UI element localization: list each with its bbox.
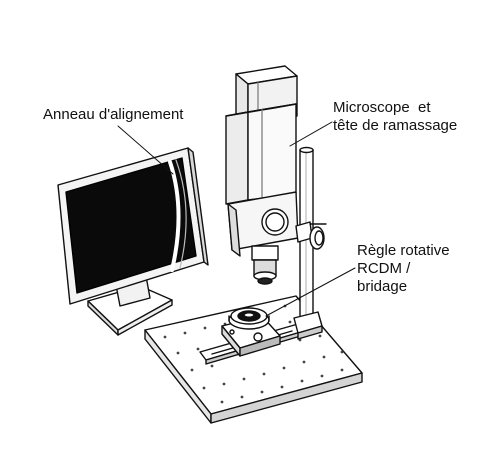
leader-lines xyxy=(117,121,356,317)
label-regle-line3: bridage xyxy=(357,278,408,295)
label-regle-line2: RCDM / xyxy=(357,260,411,277)
label-microscope-line1: Microscope et xyxy=(333,99,431,116)
monitor-screen xyxy=(65,157,197,294)
label-regle-rotative: Règle rotative RCDM / bridage xyxy=(357,242,450,296)
label-microscope: Microscope et tête de ramassage xyxy=(333,99,457,135)
alignment-ring-arc xyxy=(168,160,181,272)
label-anneau-alignement: Anneau d'alignement xyxy=(43,106,183,124)
monitor xyxy=(57,147,209,336)
leader-anneau xyxy=(117,125,174,175)
label-microscope-line2: tête de ramassage xyxy=(333,117,458,134)
microscope-head xyxy=(225,65,327,285)
leader-microscope xyxy=(289,121,333,147)
leader-regle xyxy=(265,267,356,317)
label-anneau-text: Anneau d'alignement xyxy=(43,106,184,123)
rotary-ruler-clamp xyxy=(221,307,281,357)
label-regle-line1: Règle rotative xyxy=(357,242,450,259)
